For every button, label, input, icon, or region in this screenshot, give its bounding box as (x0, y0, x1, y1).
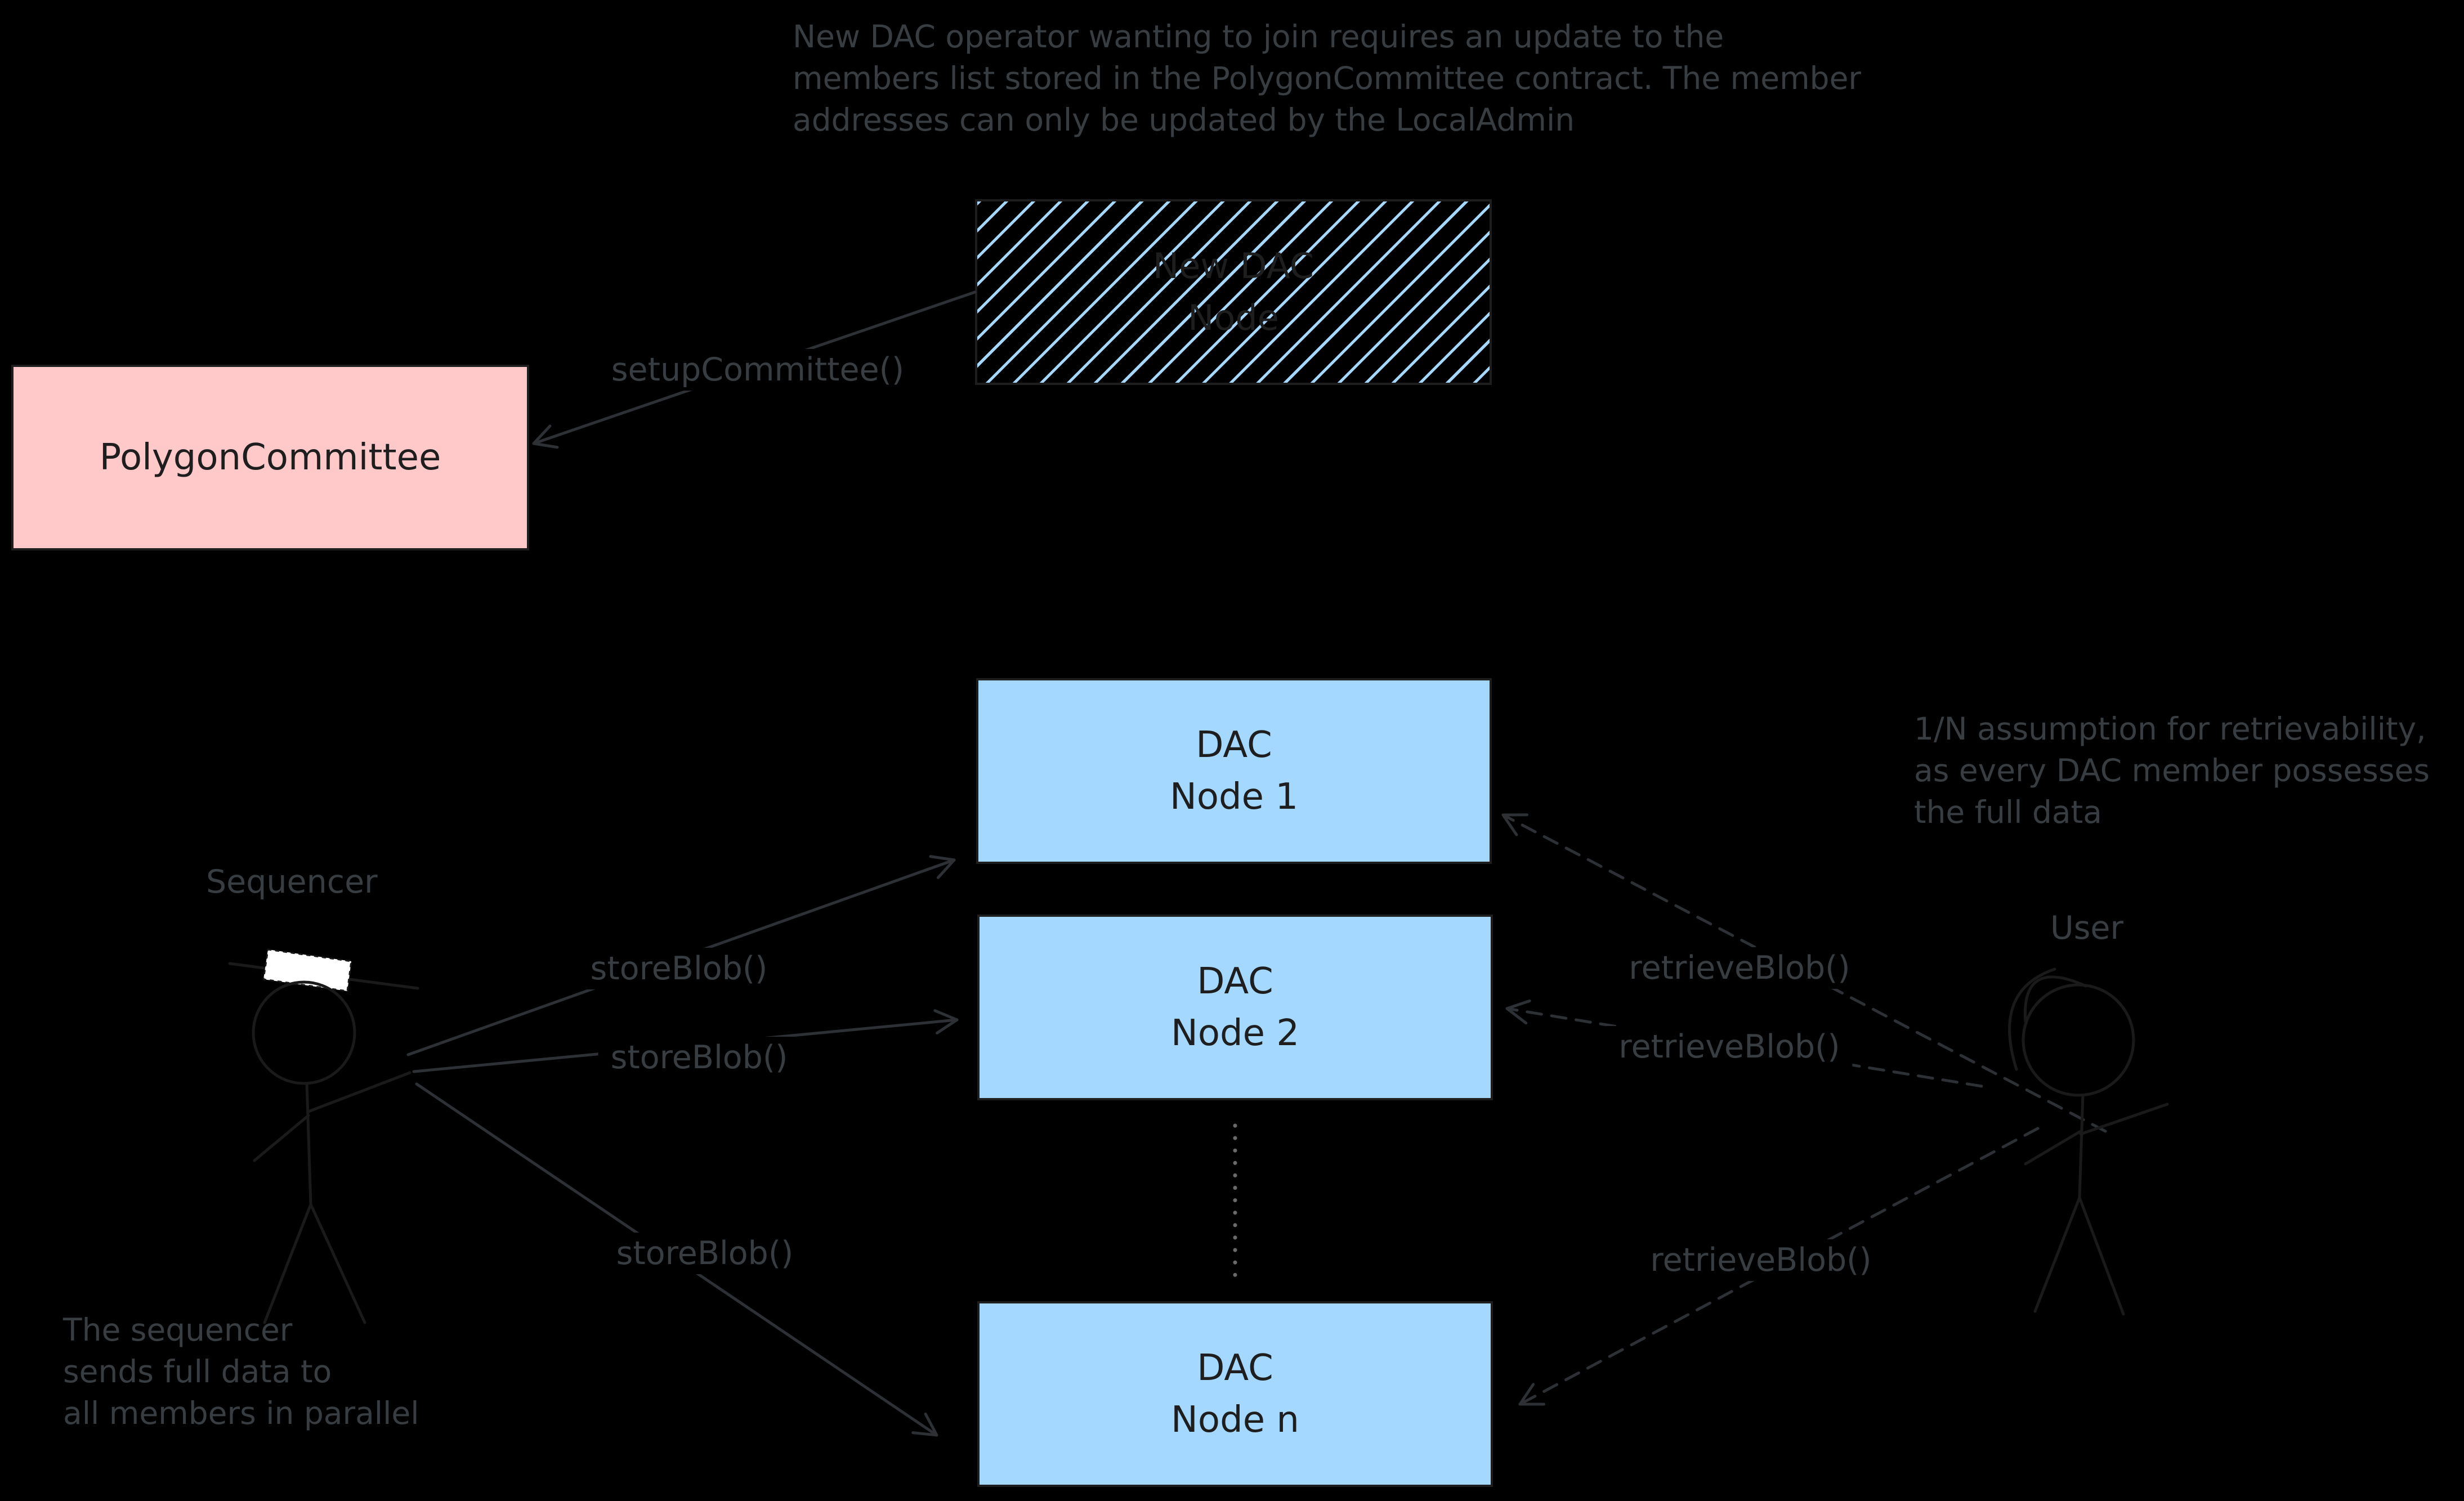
retrieve-blob-edge-label-2: retrieveBlob() (1606, 1026, 1853, 1068)
user-label: User (2050, 909, 2123, 947)
user-arm-left (2024, 1130, 2082, 1166)
store-blob-edge-label-2: storeBlob() (598, 1037, 801, 1078)
sequencer-stick-figure (228, 948, 419, 1324)
retrieve-blob-edge-label-1: retrieveBlob() (1616, 947, 1863, 989)
sequencer-body (305, 1082, 312, 1206)
note-line: addresses can only be updated by the Loc… (793, 102, 1575, 138)
note-new-dac-operator: New DAC operator wanting to join require… (793, 16, 1861, 141)
store-blob-edge-label-3: storeBlob() (603, 1233, 806, 1274)
user-hair (2023, 975, 2087, 1023)
note-line: New DAC operator wanting to join require… (793, 19, 1724, 55)
user-stick-figure (2008, 967, 2169, 1316)
dac-node-1-box: DAC Node 1 (976, 678, 1492, 864)
note-line: as every DAC member possesses (1914, 752, 2430, 788)
sequencer-hat-icon (262, 948, 352, 992)
user-body (2078, 1094, 2085, 1199)
sequencer-label: Sequencer (206, 863, 378, 900)
dac-node-2-label: DAC (1197, 961, 1273, 1002)
note-line: members list stored in the PolygonCommit… (793, 60, 1862, 96)
dac-node-2-label: Node 2 (1170, 1012, 1300, 1054)
sequencer-arm-left (253, 1114, 310, 1162)
user-legs (2033, 1196, 2125, 1316)
sequencer-head (252, 980, 356, 1085)
dac-node-n-box: DAC Node n (977, 1301, 1493, 1487)
dac-node-1-label: Node 1 (1169, 776, 1299, 818)
user-head (2022, 983, 2135, 1097)
new-dac-node-label: Node (1188, 297, 1279, 338)
new-dac-node-box: New DAC Node (975, 199, 1492, 385)
polygon-committee-label: PolygonCommittee (99, 437, 441, 478)
dac-node-2-box: DAC Node 2 (977, 915, 1493, 1100)
sequencer-legs (263, 1203, 366, 1324)
store-blob-edge-label-1: storeBlob() (578, 948, 780, 989)
setup-committee-edge-label: setupCommittee() (598, 349, 917, 391)
note-sequencer-parallel: The sequencer sends full data to all mem… (63, 1309, 419, 1434)
sequencer-arm-right (307, 1071, 412, 1113)
note-line: sends full data to (63, 1354, 332, 1390)
dac-node-1-label: DAC (1196, 724, 1272, 766)
dac-node-n-label: DAC (1197, 1347, 1273, 1389)
user-arm-right (2079, 1103, 2169, 1136)
retrieve-blob-arrow-2 (1505, 999, 1983, 1088)
note-line: the full data (1914, 794, 2102, 830)
retrieve-blob-arrow-3 (1518, 1127, 2040, 1406)
note-line: all members in parallel (63, 1395, 419, 1431)
note-line: The sequencer (63, 1312, 293, 1348)
retrieve-blob-edge-label-3: retrieveBlob() (1638, 1239, 1884, 1281)
dac-node-n-label: Node n (1171, 1399, 1299, 1441)
new-dac-node-label: New DAC (1152, 245, 1314, 286)
retrieve-blob-arrow-1 (1501, 813, 2107, 1133)
user-hair (2008, 967, 2056, 1071)
note-line: 1/N assumption for retrievability, (1914, 711, 2426, 747)
note-retrievability: 1/N assumption for retrievability, as ev… (1914, 708, 2430, 833)
polygon-committee-box: PolygonCommittee (11, 365, 529, 550)
